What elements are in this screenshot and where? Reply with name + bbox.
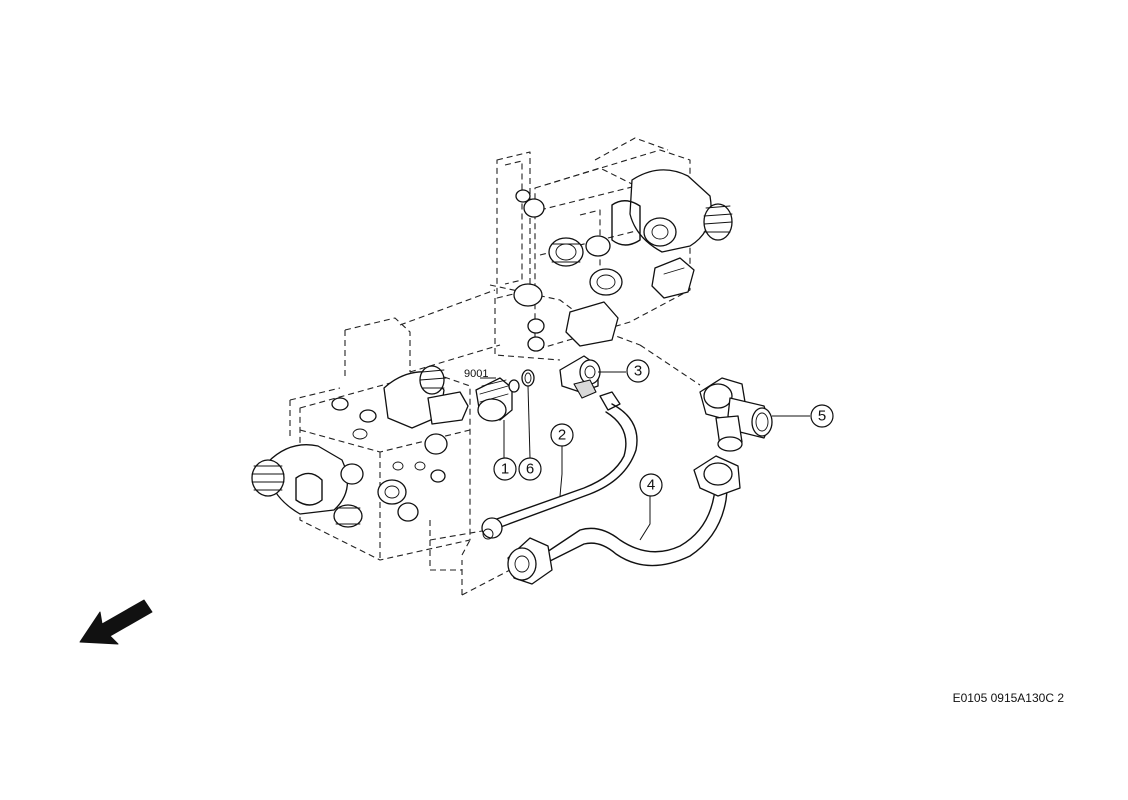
part-3-elbow-union xyxy=(559,355,601,399)
port-markings xyxy=(331,397,426,471)
solenoid-coil-lower-left xyxy=(251,444,364,515)
leader-lines xyxy=(480,371,810,541)
part-6-o-ring xyxy=(521,369,535,387)
callout-6-label: 6 xyxy=(526,461,534,478)
callout-4: 4 xyxy=(639,473,663,497)
fitting-upper-a xyxy=(548,237,584,267)
callout-3-label: 3 xyxy=(634,363,642,380)
callout-1-label: 1 xyxy=(501,461,509,478)
part-9001-label: 9001 xyxy=(464,368,488,380)
figure-reference-code: E0105 0915A130C 2 xyxy=(952,691,1064,705)
fitting-upper-c xyxy=(585,235,611,257)
part-1-elbow-fitting xyxy=(475,377,520,422)
solenoid-coil-lower-mid xyxy=(383,365,469,429)
fitting-upper-e xyxy=(513,283,619,352)
callout-2-label: 2 xyxy=(558,427,566,444)
part-2-pipe xyxy=(481,391,638,540)
part-4-pipe xyxy=(507,455,741,585)
fitting-upper-d xyxy=(515,189,545,218)
fitting-upper-b xyxy=(589,268,623,296)
callout-5-label: 5 xyxy=(818,408,826,425)
callout-5: 5 xyxy=(810,404,834,428)
callout-2: 2 xyxy=(550,423,574,447)
upper-valve-block xyxy=(489,137,733,386)
front-direction-arrow-icon xyxy=(79,599,153,645)
callout-1: 1 xyxy=(493,457,517,481)
callout-4-label: 4 xyxy=(647,477,655,494)
callout-6: 6 xyxy=(518,457,542,481)
callout-3: 3 xyxy=(626,359,650,383)
connector-plug-upper xyxy=(651,257,695,299)
fittings-lower xyxy=(333,433,448,528)
part-5-tee-fitting xyxy=(699,377,773,452)
solenoid-coil-upper-right xyxy=(611,169,733,253)
lower-valve-block xyxy=(251,289,511,596)
